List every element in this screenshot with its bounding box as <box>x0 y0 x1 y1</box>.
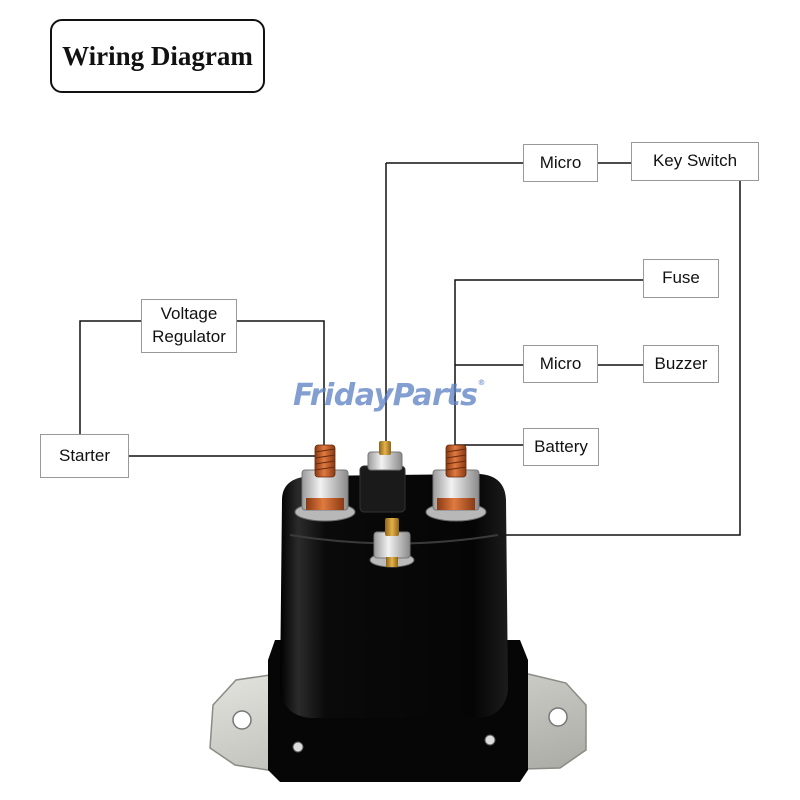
brand-watermark: FridayParts® <box>293 378 485 413</box>
mounting-hole-right <box>548 707 568 727</box>
label-buzzer: Buzzer <box>643 345 719 383</box>
wire-fuse <box>454 279 643 458</box>
base-screw-right <box>484 734 496 746</box>
solenoid-body <box>280 474 508 718</box>
terminal-left <box>294 444 356 522</box>
center-post <box>359 465 406 513</box>
terminal-small-front <box>369 518 415 568</box>
label-micro-mid: Micro <box>523 345 598 383</box>
terminal-right <box>425 444 487 522</box>
label-micro-top: Micro <box>523 144 598 182</box>
label-fuse: Fuse <box>643 259 719 298</box>
base-screw-left <box>292 741 304 753</box>
wire-voltage-regulator-right <box>237 320 325 458</box>
diagram-title: Wiring Diagram <box>50 19 265 93</box>
label-key-switch: Key Switch <box>631 142 759 181</box>
wires <box>79 162 741 536</box>
label-starter: Starter <box>40 434 129 478</box>
label-battery: Battery <box>523 428 599 466</box>
wire-voltage-regulator-left <box>79 320 141 434</box>
wire-keyswitch <box>497 181 741 536</box>
mounting-hole-left <box>232 710 252 730</box>
label-voltage-regulator: Voltage Regulator <box>141 299 237 353</box>
terminal-small-top <box>367 441 403 471</box>
